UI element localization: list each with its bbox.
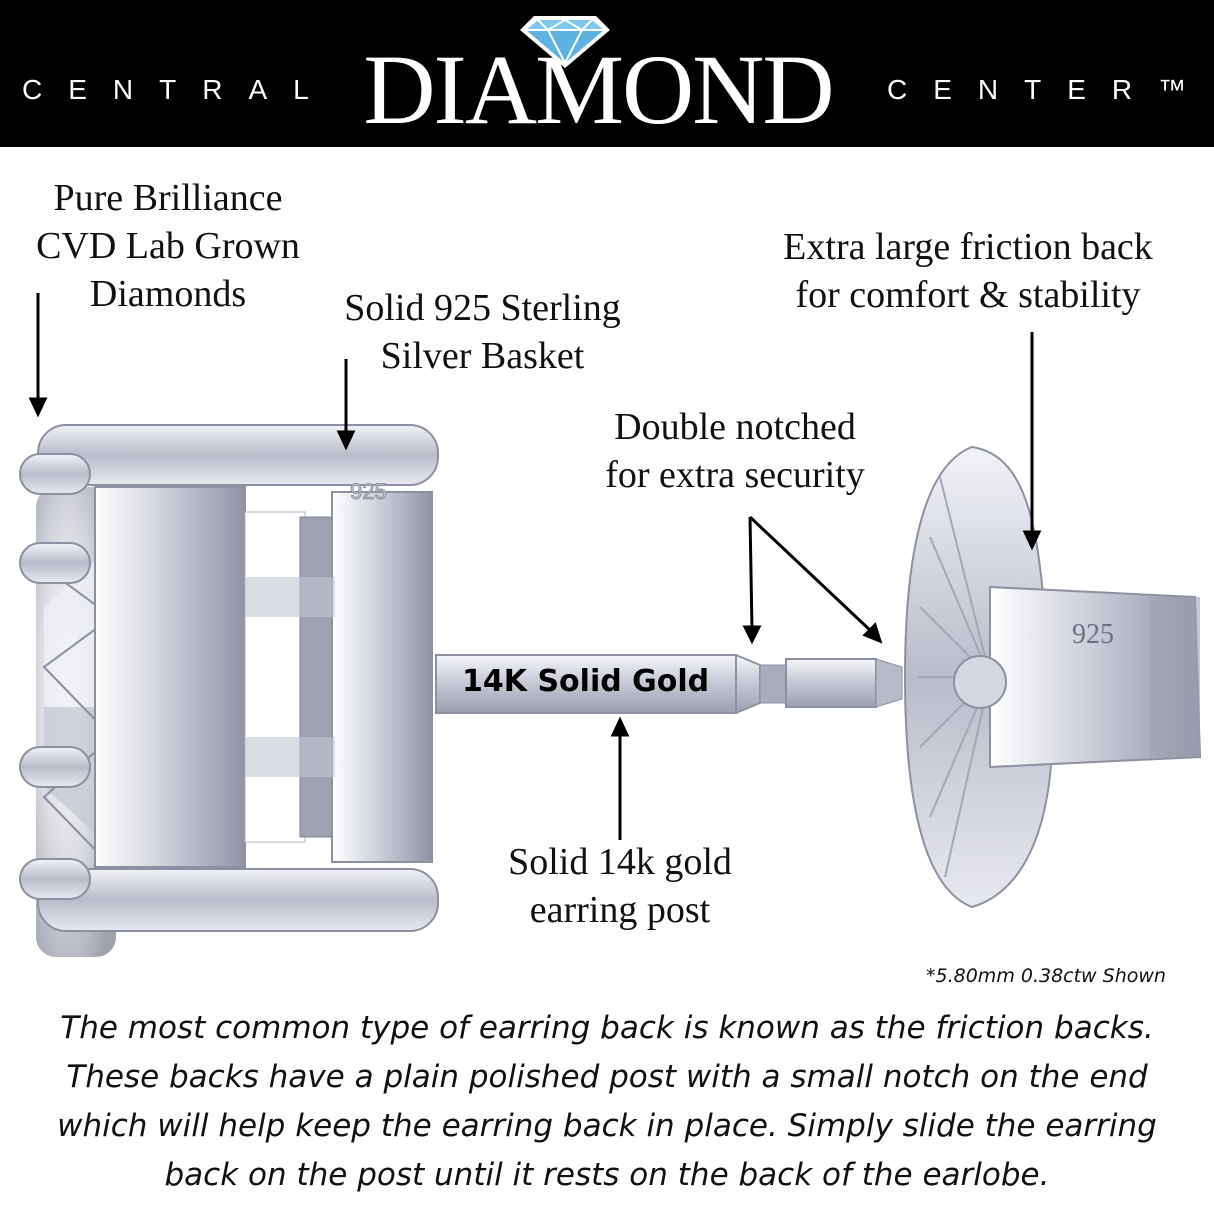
arrow-notch-1 (748, 516, 754, 630)
diamond-logo-icon (520, 16, 610, 68)
arrowhead-friction-back (1022, 530, 1042, 551)
brand-header: CENTRAL DIAMOND CENTER™ (0, 0, 1214, 147)
arrowhead-post (610, 716, 630, 737)
basket-prongs (19, 424, 439, 932)
earring-illustration: 925 925 (19, 293, 1202, 957)
diamond-label: Pure Brilliance CVD Lab Grown Diamonds (18, 174, 318, 318)
diamond-label-line-2: CVD Lab Grown (36, 225, 300, 267)
notch-label: Double notched for extra security (585, 403, 885, 499)
basket-label: Solid 925 Sterling Silver Basket (330, 284, 635, 380)
arrowhead-diamond (28, 397, 48, 418)
friction-back-label-line-1: Extra large friction back (783, 226, 1153, 268)
description-line-3: which will help keep the earring back in… (57, 1108, 1157, 1144)
arrowhead-notch-2 (862, 622, 883, 644)
brand-left-word: CENTRAL (22, 74, 335, 105)
brand-right-word: CENTER™ (887, 74, 1213, 105)
description-line-4: back on the post until it rests on the b… (164, 1157, 1050, 1193)
size-note: *5.80mm 0.38ctw Shown (926, 965, 1166, 987)
callout-arrows (28, 293, 1042, 840)
description-line-2: These backs have a plain polished post w… (66, 1059, 1148, 1095)
diamond-label-line-1: Pure Brilliance (53, 177, 283, 219)
description: The most common type of earring back is … (0, 1004, 1214, 1200)
arrow-notch-2 (748, 515, 874, 634)
arrowhead-basket (336, 430, 356, 451)
basket-label-line-1: Solid 925 Sterling (344, 287, 621, 329)
basket-label-line-2: Silver Basket (380, 335, 585, 377)
friction-back-label: Extra large friction back for comfort & … (762, 223, 1174, 319)
notch-label-line-2: for extra security (605, 454, 865, 496)
friction-back-label-line-2: for comfort & stability (795, 274, 1141, 316)
brand-main-word: DIAMOND (363, 34, 834, 145)
earring-post (435, 653, 903, 715)
notch-label-line-1: Double notched (614, 406, 856, 448)
post-callout-label: Solid 14k gold earring post (480, 838, 760, 934)
basket-stamp: 925 (350, 479, 387, 504)
post-callout-line-1: Solid 14k gold (508, 841, 732, 883)
arrowhead-notch-1 (742, 625, 762, 645)
post-text: 14K Solid Gold (462, 664, 710, 699)
diamond-label-line-3: Diamonds (89, 273, 247, 315)
description-line-1: The most common type of earring back is … (60, 1010, 1154, 1046)
friction-back (903, 445, 1202, 909)
back-stamp: 925 (1072, 619, 1114, 650)
silver-basket (94, 486, 433, 868)
post-callout-line-2: earring post (529, 889, 711, 931)
